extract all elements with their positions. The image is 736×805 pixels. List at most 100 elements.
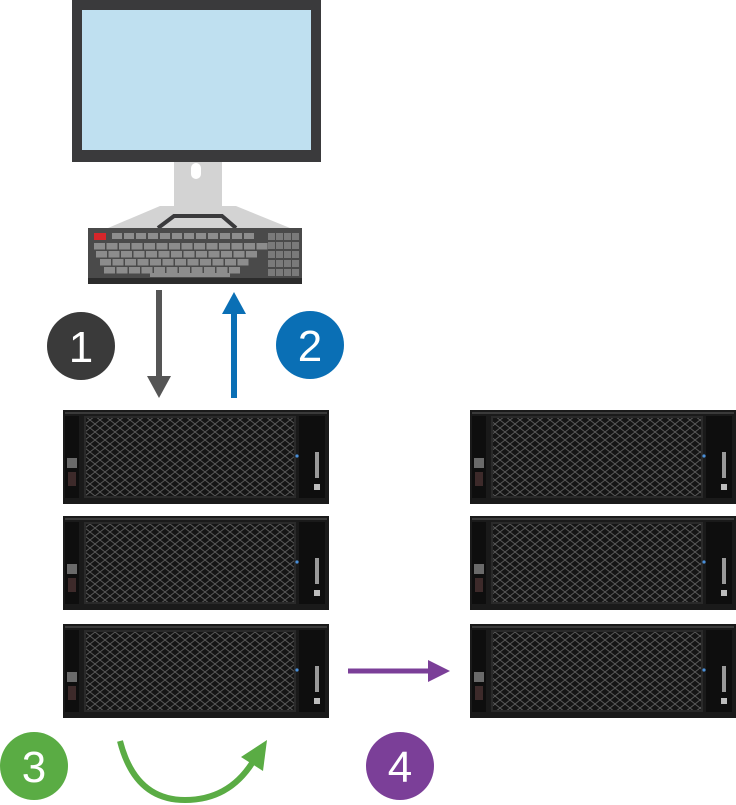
keyboard-key <box>131 243 143 250</box>
keyboard-key <box>244 243 255 250</box>
keyboard-numpad-key <box>292 260 299 267</box>
keyboard-numpad-key <box>284 242 291 249</box>
keyboard-function-key <box>184 233 194 239</box>
shelf-top-edge <box>472 412 734 414</box>
computer-monitor-icon <box>72 0 321 230</box>
keyboard-key <box>256 243 268 250</box>
keyboard-key <box>104 267 115 274</box>
keyboard-key <box>179 267 190 274</box>
keyboard-numpad-key <box>276 269 283 276</box>
shelf-right-ear <box>706 522 732 604</box>
shelf-mesh-bezel <box>85 631 295 711</box>
shelf-bezel-border <box>491 630 703 712</box>
step-1-number: 1 <box>69 323 93 372</box>
shelf-label-strip <box>315 452 319 478</box>
step-4-number: 4 <box>388 743 412 792</box>
shelf-top-edge <box>65 518 327 520</box>
arrow-3-curve <box>117 740 257 804</box>
keyboard-function-key <box>232 233 242 239</box>
keyboard-function-key <box>208 233 218 239</box>
shelf-mesh-bezel <box>492 631 702 711</box>
keyboard-numpad-key <box>292 251 299 258</box>
keyboard-key <box>231 243 243 250</box>
shelf-indicator <box>314 698 320 704</box>
keyboard-key <box>233 251 245 258</box>
keyboard-key <box>116 267 128 274</box>
keyboard-key <box>119 243 130 250</box>
keyboard-key <box>112 259 124 266</box>
shelf-handle <box>475 686 483 700</box>
step-badge-2: 2 <box>276 311 344 379</box>
keyboard-key <box>121 251 132 258</box>
step-4-circle <box>366 732 434 800</box>
shelf-power-led <box>702 668 706 672</box>
keyboard-key <box>108 251 120 258</box>
shelf-status-panel <box>474 564 484 574</box>
keyboard-spacebar <box>150 273 230 277</box>
step-badge-3: 3 <box>0 732 68 800</box>
shelf-right-ear <box>299 522 325 604</box>
keyboard-key <box>169 243 180 250</box>
monitor-stand-brace <box>156 214 238 230</box>
shelf-handle <box>475 472 483 486</box>
arrow-3-head <box>241 740 267 771</box>
keyboard-key <box>162 259 174 266</box>
step-2-circle <box>276 311 344 379</box>
arrow-up-to-station <box>222 292 246 398</box>
keyboard-numpad-key <box>268 233 275 240</box>
keyboard-key <box>96 251 107 258</box>
arrow-right-to-new-shelves <box>348 660 450 682</box>
shelf-power-led <box>702 560 706 564</box>
keyboard-key <box>146 251 157 258</box>
step-badge-4: 4 <box>366 732 434 800</box>
arrow-curved-reorder <box>117 740 267 804</box>
shelf-handle <box>68 578 76 592</box>
shelf-right-ear <box>299 630 325 712</box>
keyboard-function-key <box>244 233 254 239</box>
shelf-top-edge <box>65 412 327 414</box>
shelf-indicator <box>314 484 320 490</box>
shelf-power-led <box>295 454 299 458</box>
keyboard-key <box>125 259 136 266</box>
keyboard-key <box>141 267 153 274</box>
keyboard-key <box>94 243 105 250</box>
keyboard-key <box>166 267 178 274</box>
arrow-1-head <box>147 376 171 398</box>
monitor-screen <box>82 10 311 150</box>
monitor-stand-neck <box>174 162 222 208</box>
step-2-number: 2 <box>298 322 322 371</box>
keyboard-key <box>187 259 199 266</box>
shelf-label-strip <box>722 558 726 584</box>
keyboard-function-key <box>112 233 122 239</box>
shelf-mesh-bezel <box>85 417 295 497</box>
shelf-handle <box>475 578 483 592</box>
storage-shelf-icon <box>470 516 736 610</box>
keyboard-key <box>200 259 211 266</box>
shelf-indicator <box>721 698 727 704</box>
shelf-power-led <box>295 668 299 672</box>
keyboard-key <box>237 259 249 266</box>
keyboard-key <box>129 267 140 274</box>
shelf-label-strip <box>722 666 726 692</box>
shelf-top-edge <box>65 626 327 628</box>
keyboard-numpad-key <box>284 269 291 276</box>
keyboard-key <box>229 267 240 274</box>
keyboard-key <box>171 251 182 258</box>
keyboard-key <box>196 251 207 258</box>
keyboard-numpad-key <box>284 233 291 240</box>
right-shelf-stack <box>470 410 736 718</box>
shelf-top-edge <box>472 518 734 520</box>
step-1-circle <box>47 312 115 380</box>
keyboard-key <box>100 259 111 266</box>
keyboard-numpad-key <box>292 269 299 276</box>
shelf-power-led <box>702 454 706 458</box>
shelf-right-ear <box>299 416 325 498</box>
shelf-bezel-border <box>84 416 296 498</box>
keyboard-numpad-key <box>284 251 291 258</box>
keyboard-key <box>216 267 228 274</box>
keyboard-key <box>246 251 257 258</box>
arrow-2-head <box>222 292 246 314</box>
step-3-circle <box>0 732 68 800</box>
keyboard-key <box>175 259 186 266</box>
